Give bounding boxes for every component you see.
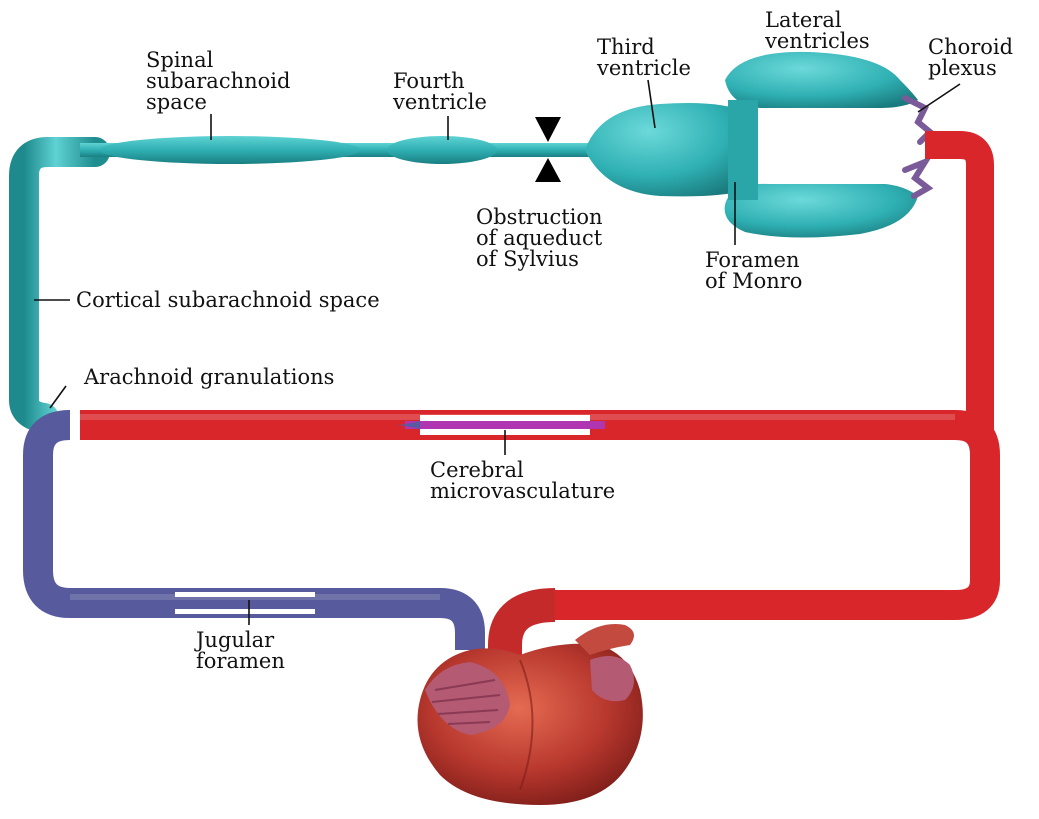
label-fourth-line2: ventricle <box>392 90 487 114</box>
obstruction-arrow-down <box>535 117 561 142</box>
lateral-ventricle-upper <box>725 52 918 108</box>
fourth-ventricle-bulge <box>387 136 497 164</box>
label-monro-line2: of Monro <box>705 269 802 293</box>
venous-return-tube <box>38 425 470 650</box>
label-spinal-line3: space <box>146 90 207 114</box>
left-atrium <box>590 656 634 701</box>
label-arachnoid: Arachnoid granulations <box>83 365 334 389</box>
spinal-subarachnoid-bulge <box>100 136 360 164</box>
leader-choroid <box>918 84 960 112</box>
label-third-line2: ventricle <box>596 56 691 80</box>
heart <box>418 624 643 805</box>
third-ventricle <box>585 103 745 196</box>
label-choroid-line2: plexus <box>928 56 997 80</box>
obstruction-arrow-up <box>535 158 561 182</box>
leader-arachnoid <box>50 386 66 408</box>
label-jugular-line2: foramen <box>196 649 285 673</box>
label-cerebral-line2: microvasculature <box>430 479 615 503</box>
arterial-choroid-tube <box>925 145 980 430</box>
label-lateral-line2: ventricles <box>764 29 870 53</box>
circulation-loop <box>80 425 985 605</box>
label-cortical: Cortical subarachnoid space <box>76 288 380 312</box>
label-obstruction-line3: of Sylvius <box>476 247 579 271</box>
lateral-connector <box>728 100 758 200</box>
